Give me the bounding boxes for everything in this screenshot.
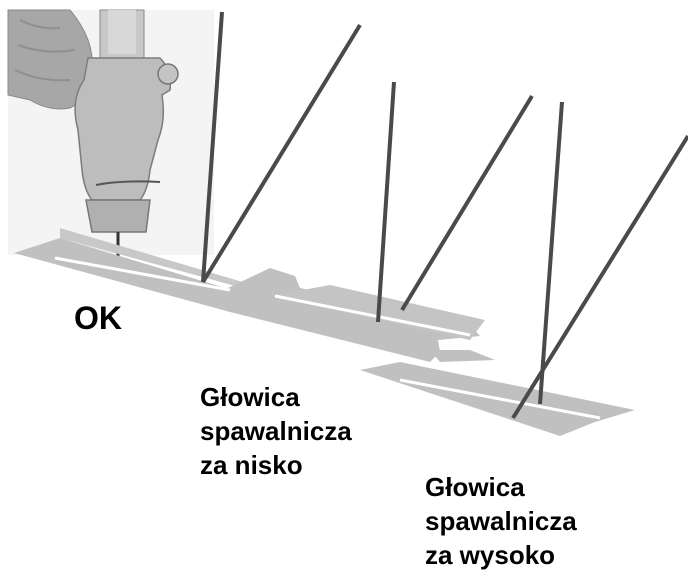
torch-neck-highlight bbox=[108, 10, 136, 54]
wire-ok-angled bbox=[203, 25, 360, 282]
torch-knob bbox=[158, 64, 178, 84]
torch-nozzle bbox=[86, 200, 150, 232]
label-too-low-line2: spawalnicza bbox=[200, 414, 352, 448]
label-too-low-line3: za nisko bbox=[200, 448, 352, 482]
label-too-high-line3: za wysoko bbox=[425, 538, 577, 572]
welding-torch-photo bbox=[8, 10, 214, 258]
label-ok: OK bbox=[74, 300, 122, 336]
label-torch-too-high: Głowica spawalnicza za wysoko bbox=[425, 470, 577, 572]
wire-high-angled bbox=[513, 136, 688, 418]
label-too-high-line2: spawalnicza bbox=[425, 504, 577, 538]
wire-low-vertical bbox=[378, 82, 394, 322]
label-torch-too-low: Głowica spawalnicza za nisko bbox=[200, 380, 352, 482]
label-too-high-line1: Głowica bbox=[425, 470, 577, 504]
strip-joint bbox=[430, 350, 495, 362]
label-too-low-line1: Głowica bbox=[200, 380, 352, 414]
wire-low-angled bbox=[402, 96, 532, 310]
